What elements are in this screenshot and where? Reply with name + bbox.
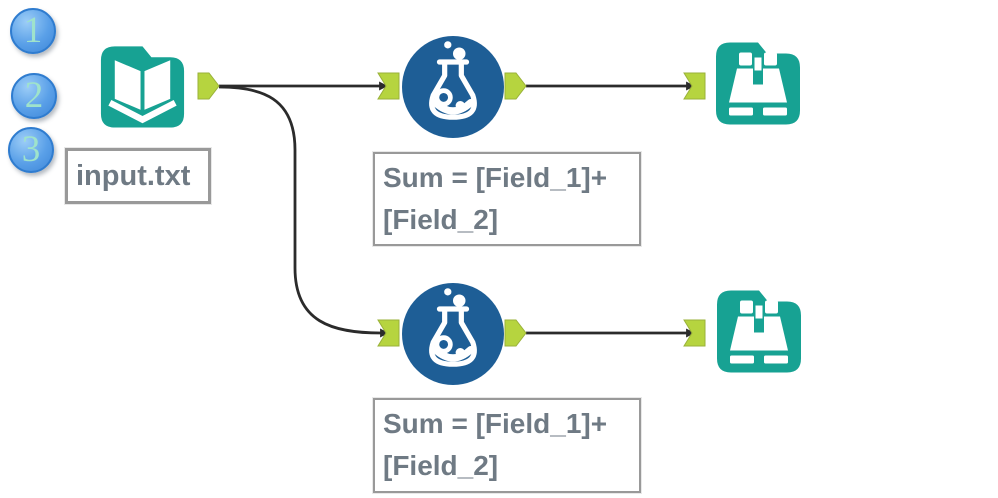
input-data-tool[interactable]	[95, 40, 190, 132]
output-anchor-input-tool[interactable]	[197, 72, 220, 100]
step-badge-2: 2	[11, 73, 57, 119]
output-anchor-formula-bottom[interactable]	[504, 319, 527, 347]
formula-tool-top[interactable]	[402, 36, 504, 138]
binoculars-folder-icon	[717, 290, 801, 373]
step-badge-1: 1	[10, 8, 56, 54]
input-anchor-browse-top[interactable]	[683, 72, 706, 100]
flask-icon	[402, 283, 504, 385]
input-filename-annotation[interactable]: input.txt	[65, 148, 211, 204]
flask-icon	[402, 36, 504, 138]
browse-tool-top[interactable]	[710, 36, 806, 129]
input-anchor-formula-bottom[interactable]	[377, 319, 400, 347]
browse-tool-bottom[interactable]	[711, 284, 807, 377]
formula-annotation-top[interactable]: Sum = [Field_1]+ [Field_2]	[373, 152, 641, 246]
formula-annotation-bottom[interactable]: Sum = [Field_1]+ [Field_2]	[373, 398, 641, 493]
wire-input-to-formula-bottom[interactable]	[218, 85, 390, 338]
input-anchor-formula-top[interactable]	[377, 72, 400, 100]
open-book-folder-icon	[100, 46, 185, 128]
step-badge-3: 3	[8, 127, 54, 173]
input-anchor-browse-bottom[interactable]	[683, 319, 706, 347]
output-anchor-formula-top[interactable]	[504, 72, 527, 100]
formula-tool-bottom[interactable]	[402, 283, 504, 385]
binoculars-folder-icon	[716, 42, 800, 125]
